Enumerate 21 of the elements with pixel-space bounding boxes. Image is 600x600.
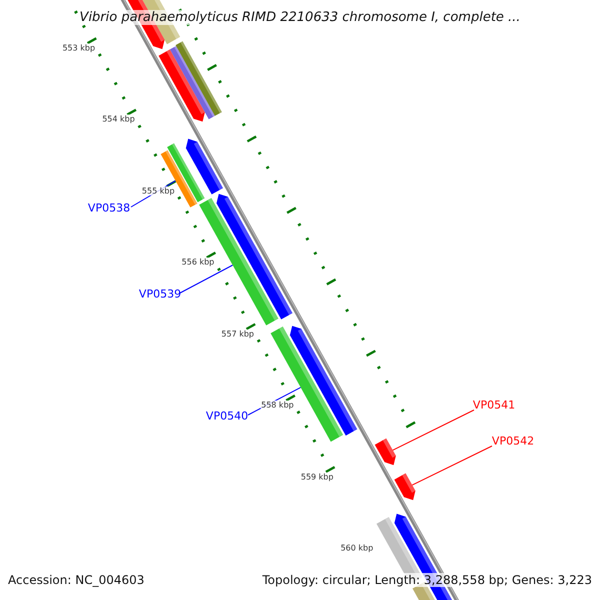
scale-label: 553 kbp xyxy=(62,44,96,53)
gene-label: VP0541 xyxy=(472,398,516,412)
gene-label: VP0542 xyxy=(492,434,534,448)
gene-block xyxy=(374,438,396,466)
scale-label: 556 kbp xyxy=(182,258,214,267)
footer-text: Accession: NC_004603 xyxy=(8,573,144,587)
scale-label: 557 kbp xyxy=(221,329,254,338)
scale-label: 559 kbp xyxy=(300,472,334,482)
scale-label: 558 kbp xyxy=(261,400,294,410)
gene-block xyxy=(199,198,278,326)
gene-block xyxy=(160,150,198,208)
gene-block xyxy=(394,473,416,500)
leader-line xyxy=(180,264,234,294)
leader-line xyxy=(412,446,492,486)
scale-label: 560 kbp xyxy=(340,544,374,553)
scale-label: 555 kbp xyxy=(142,186,175,196)
gene-label: VP0539 xyxy=(138,288,182,300)
gene-label: VP0538 xyxy=(88,202,130,214)
gene-label: VP0540 xyxy=(206,410,248,422)
scale-label: 554 kbp xyxy=(102,114,135,124)
leader-line xyxy=(392,410,474,451)
